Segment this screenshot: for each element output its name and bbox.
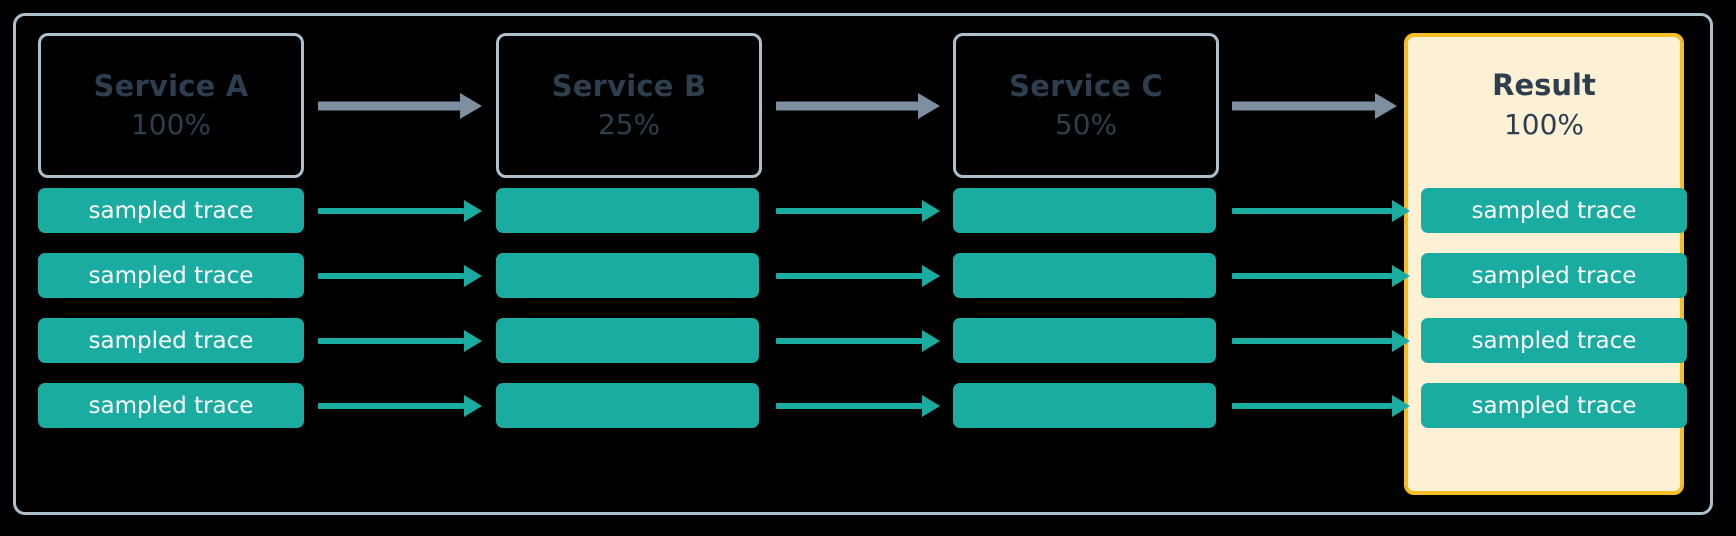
arrow-shaft	[776, 338, 922, 344]
result-percent: 100%	[1503, 107, 1585, 141]
arrow-head	[464, 200, 482, 222]
trace-bar-label: sampled trace	[1471, 327, 1637, 354]
arrow-shaft	[318, 101, 460, 111]
trace-bar-label: sampled trace	[88, 197, 254, 224]
arrow-head	[464, 395, 482, 417]
trace-bar-label: sampled trace	[88, 262, 254, 289]
arrow-shaft	[1232, 273, 1392, 279]
service-c-name: Service C	[1009, 68, 1163, 103]
arrow-head	[922, 200, 940, 222]
trace-bar-label: sampled trace	[88, 392, 254, 419]
trace-bar-label: sampled trace	[1471, 197, 1637, 224]
service-box-c[interactable]: Service C 50%	[953, 33, 1219, 178]
arrow-shaft	[318, 208, 464, 214]
arrow-head	[1375, 93, 1397, 119]
trace-bar[interactable]	[496, 253, 759, 298]
arrow-head	[922, 265, 940, 287]
arrow-head	[918, 93, 940, 119]
trace-bar[interactable]: sampled trace	[38, 188, 304, 233]
arrow-head	[464, 330, 482, 352]
arrow-head	[1392, 265, 1410, 287]
trace-bar[interactable]	[953, 253, 1216, 298]
trace-bar[interactable]: sampled trace	[1421, 253, 1687, 298]
arrow-shaft	[1232, 338, 1392, 344]
trace-bar[interactable]	[496, 318, 759, 363]
arrow-head	[1392, 395, 1410, 417]
arrow-shaft	[318, 403, 464, 409]
service-a-name: Service A	[93, 68, 249, 103]
trace-bar[interactable]	[953, 383, 1216, 428]
trace-bar-label: sampled trace	[1471, 392, 1637, 419]
arrow-shaft	[1232, 403, 1392, 409]
trace-bar[interactable]: sampled trace	[38, 383, 304, 428]
trace-bar[interactable]	[496, 188, 759, 233]
arrow-head	[922, 395, 940, 417]
trace-bar[interactable]	[953, 318, 1216, 363]
arrow-shaft	[318, 273, 464, 279]
trace-bar[interactable]: sampled trace	[38, 253, 304, 298]
service-box-b[interactable]: Service B 25%	[496, 33, 762, 178]
arrow-shaft	[1232, 101, 1375, 111]
result-box[interactable]: Result 100%	[1412, 40, 1676, 170]
service-a-percent: 100%	[130, 108, 212, 142]
service-b-percent: 25%	[597, 108, 661, 142]
arrow-shaft	[776, 208, 922, 214]
arrow-head	[1392, 330, 1410, 352]
diagram-outer-frame	[13, 13, 1713, 515]
trace-bar[interactable]: sampled trace	[1421, 188, 1687, 233]
trace-bar[interactable]: sampled trace	[1421, 383, 1687, 428]
trace-bar-label: sampled trace	[1471, 262, 1637, 289]
arrow-shaft	[776, 403, 922, 409]
arrow-shaft	[776, 101, 918, 111]
arrow-head	[1392, 200, 1410, 222]
trace-bar-label: sampled trace	[88, 327, 254, 354]
arrow-shaft	[1232, 208, 1392, 214]
trace-bar[interactable]	[953, 188, 1216, 233]
arrow-shaft	[318, 338, 464, 344]
service-c-percent: 50%	[1054, 108, 1118, 142]
service-box-a[interactable]: Service A 100%	[38, 33, 304, 178]
result-name: Result	[1492, 68, 1596, 103]
trace-bar[interactable]: sampled trace	[1421, 318, 1687, 363]
arrow-head	[460, 93, 482, 119]
trace-bar[interactable]: sampled trace	[38, 318, 304, 363]
arrow-head	[464, 265, 482, 287]
trace-bar[interactable]	[496, 383, 759, 428]
service-b-name: Service B	[551, 68, 707, 103]
arrow-head	[922, 330, 940, 352]
arrow-shaft	[776, 273, 922, 279]
